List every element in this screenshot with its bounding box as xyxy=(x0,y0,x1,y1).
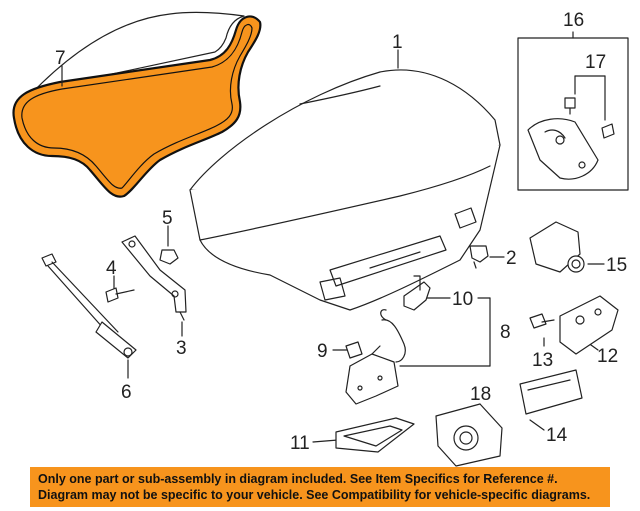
callout-14: 14 xyxy=(546,425,568,446)
callout-5: 5 xyxy=(162,208,173,229)
bolt-part[interactable] xyxy=(105,287,135,303)
trunk-lid-part[interactable] xyxy=(189,69,501,311)
hinge-part[interactable] xyxy=(121,235,187,321)
release-switch-part[interactable] xyxy=(403,275,431,311)
nut-part[interactable] xyxy=(159,249,179,265)
callout-6: 6 xyxy=(121,382,132,403)
camera-part[interactable] xyxy=(435,403,503,467)
callout-2: 2 xyxy=(506,248,517,269)
callout-10: 10 xyxy=(452,289,473,310)
callout-16: 16 xyxy=(563,10,584,31)
disclaimer-banner: Only one part or sub-assembly in diagram… xyxy=(30,467,610,507)
callout-4: 4 xyxy=(106,258,117,279)
actuator-part[interactable] xyxy=(529,221,585,273)
latch-assembly-part[interactable] xyxy=(345,309,406,405)
screw-part[interactable] xyxy=(529,313,555,329)
bumper-stop-part[interactable] xyxy=(469,245,489,269)
callout-17: 17 xyxy=(585,52,606,73)
weatherstrip-seal-part[interactable] xyxy=(12,11,262,198)
callout-7: 7 xyxy=(55,48,66,69)
latch-bracket-assembly[interactable] xyxy=(517,37,629,191)
disclaimer-line-1: Only one part or sub-assembly in diagram… xyxy=(38,472,558,486)
callout-8: 8 xyxy=(500,322,511,343)
latch-part[interactable] xyxy=(559,295,619,355)
callout-3: 3 xyxy=(176,338,187,359)
callout-12: 12 xyxy=(597,346,618,367)
callout-9: 9 xyxy=(317,341,328,362)
callout-11: 11 xyxy=(290,433,310,454)
disclaimer-line-2: Diagram may not be specific to your vehi… xyxy=(38,488,591,502)
lamp-part[interactable] xyxy=(519,369,583,415)
callout-13: 13 xyxy=(532,350,553,371)
handle-part[interactable] xyxy=(335,417,415,453)
callout-labels: 1 2 3 4 5 6 7 8 9 10 11 12 13 14 15 16 1… xyxy=(55,10,627,454)
callout-15: 15 xyxy=(606,255,627,276)
lift-support-part[interactable] xyxy=(41,253,137,359)
callout-1: 1 xyxy=(392,32,403,53)
callout-18: 18 xyxy=(470,384,491,405)
clip-part[interactable] xyxy=(345,341,363,359)
